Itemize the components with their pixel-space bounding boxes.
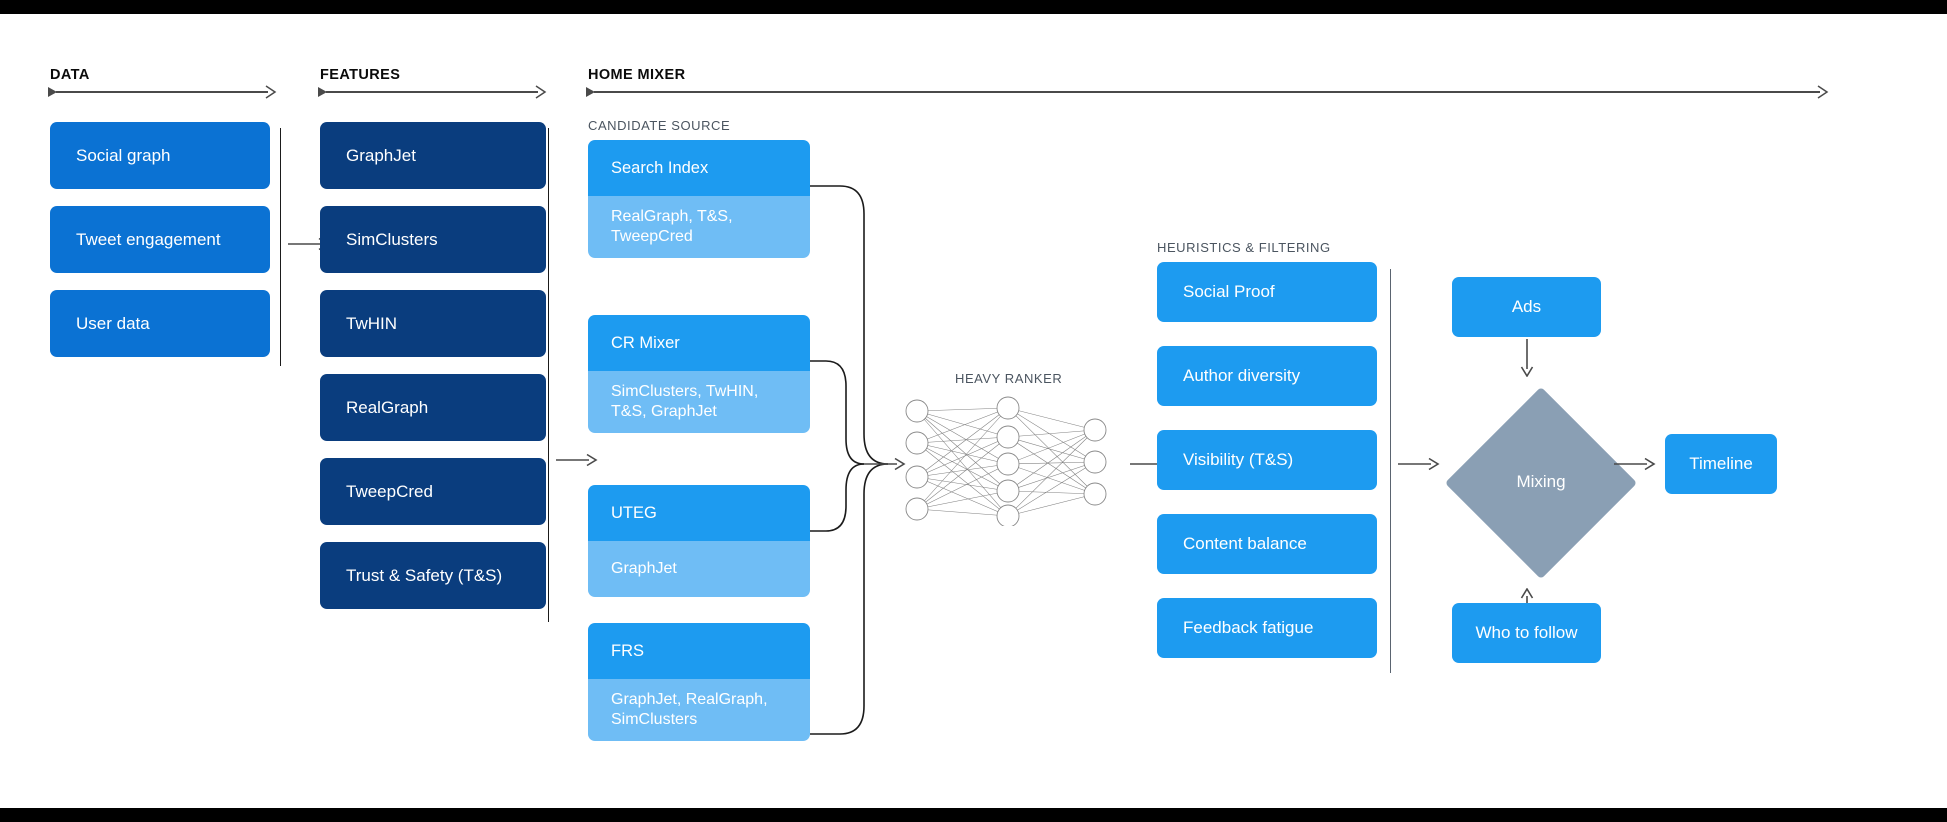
section-rule-home-mixer	[586, 85, 1829, 99]
heavy-ranker-network-diagram	[905, 396, 1107, 526]
divider-features-home-mixer	[548, 128, 550, 622]
candidate-source-name: Search Index	[588, 140, 810, 196]
section-rule-data	[48, 85, 277, 99]
arrow-heuristics-to-mixing-icon	[1398, 457, 1440, 471]
arrow-mixing-to-timeline-icon	[1614, 457, 1656, 471]
divider-heuristics-mixing	[1390, 269, 1392, 673]
rule-left-arrow-icon	[48, 86, 57, 97]
arrow-ads-to-mixing-icon	[1520, 339, 1534, 377]
output-box-who-to-follow[interactable]: Who to follow	[1452, 603, 1601, 663]
candidate-source-features: GraphJet	[588, 541, 810, 597]
rule-right-arrow-icon	[535, 85, 547, 99]
candidate-source-card-cr-mixer[interactable]: CR Mixer SimClusters, TwHIN, T&S, GraphJ…	[588, 315, 810, 433]
feature-box-realgraph[interactable]: RealGraph	[320, 374, 546, 441]
candidate-source-name: FRS	[588, 623, 810, 679]
candidate-source-card-frs[interactable]: FRS GraphJet, RealGraph, SimClusters	[588, 623, 810, 741]
candidate-source-card-search-index[interactable]: Search Index RealGraph, T&S, TweepCred	[588, 140, 810, 258]
rule-bar	[56, 91, 268, 93]
feature-box-twhin[interactable]: TwHIN	[320, 290, 546, 357]
rule-left-arrow-icon	[586, 86, 595, 97]
rule-bar	[326, 91, 538, 93]
arrow-features-to-candidate-source-icon	[556, 453, 598, 467]
output-box-ads[interactable]: Ads	[1452, 277, 1601, 337]
divider-data-features	[280, 128, 282, 366]
data-box-user-data[interactable]: User data	[50, 290, 270, 357]
rule-bar	[594, 91, 1820, 93]
heuristic-box-author-diversity[interactable]: Author diversity	[1157, 346, 1377, 406]
rule-right-arrow-icon	[265, 85, 277, 99]
heuristic-box-content-balance[interactable]: Content balance	[1157, 514, 1377, 574]
sub-label-heavy-ranker: HEAVY RANKER	[955, 371, 1063, 386]
heuristic-box-feedback-fatigue[interactable]: Feedback fatigue	[1157, 598, 1377, 658]
mixing-label: Mixing	[1516, 472, 1566, 491]
candidate-source-name: CR Mixer	[588, 315, 810, 371]
candidate-source-connectors	[810, 185, 888, 735]
output-box-timeline[interactable]: Timeline	[1665, 434, 1777, 494]
section-title-home-mixer: HOME MIXER	[588, 67, 686, 83]
heuristic-box-visibility[interactable]: Visibility (T&S)	[1157, 430, 1377, 490]
candidate-source-name: UTEG	[588, 485, 810, 541]
rule-left-arrow-icon	[318, 86, 327, 97]
feature-box-tweepcred[interactable]: TweepCred	[320, 458, 546, 525]
diagram-canvas: DATA FEATURES HOME MIXER Social graph Tw…	[0, 14, 1947, 808]
candidate-source-card-uteg[interactable]: UTEG GraphJet	[588, 485, 810, 597]
section-title-features: FEATURES	[320, 67, 401, 83]
sub-label-heuristics: HEURISTICS & FILTERING	[1157, 240, 1331, 255]
rule-right-arrow-icon	[1817, 85, 1829, 99]
feature-box-trust-safety[interactable]: Trust & Safety (T&S)	[320, 542, 546, 609]
sub-label-candidate-source: CANDIDATE SOURCE	[588, 118, 731, 133]
feature-box-graphjet[interactable]: GraphJet	[320, 122, 546, 189]
candidate-source-features: RealGraph, T&S, TweepCred	[588, 196, 810, 258]
candidate-source-features: SimClusters, TwHIN, T&S, GraphJet	[588, 371, 810, 433]
section-title-data: DATA	[50, 67, 90, 83]
heuristic-box-social-proof[interactable]: Social Proof	[1157, 262, 1377, 322]
data-box-tweet-engagement[interactable]: Tweet engagement	[50, 206, 270, 273]
arrow-candidate-source-to-heavy-ranker-icon	[864, 457, 906, 471]
candidate-source-features: GraphJet, RealGraph, SimClusters	[588, 679, 810, 741]
section-rule-features	[318, 85, 547, 99]
data-box-social-graph[interactable]: Social graph	[50, 122, 270, 189]
feature-box-simclusters[interactable]: SimClusters	[320, 206, 546, 273]
